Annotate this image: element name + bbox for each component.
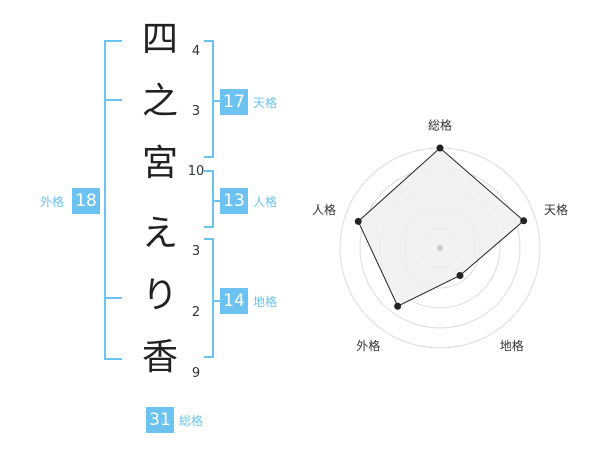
radar-point [354, 217, 362, 225]
name-char-5: り [141, 275, 178, 316]
name-char-4: え [141, 213, 178, 254]
chikaku-bracket-top [204, 238, 214, 240]
soukaku-label: 総格 [179, 414, 204, 428]
radar-point [394, 302, 402, 310]
gaikaku-bracket-tick [104, 99, 122, 101]
radar-axis-label: 天格 [544, 202, 568, 217]
radar-axis-label: 地格 [500, 338, 524, 353]
stroke-count-1: 4 [191, 44, 201, 59]
radar-axis-label: 総格 [428, 118, 452, 133]
name-char-1: 四 [141, 19, 178, 60]
radar-point [436, 144, 444, 152]
name-char-6: 香 [141, 337, 178, 378]
stroke-count-6: 9 [191, 366, 201, 381]
radar-axis-label: 外格 [356, 338, 380, 353]
tenkaku-bracket-top [204, 40, 214, 42]
chikaku-bracket [212, 238, 214, 358]
radar-data-polygon [357, 147, 525, 307]
jinkaku-bracket [212, 170, 214, 228]
tenkaku-bracket [212, 40, 214, 158]
radar-point [456, 272, 464, 280]
stroke-count-4: 3 [191, 244, 201, 259]
radar-point [520, 217, 528, 225]
jinkaku-label: 人格 [253, 195, 278, 209]
chikaku-bracket-bottom [204, 356, 214, 358]
stroke-count-3: 10 [187, 164, 205, 179]
gaikaku-value: 18 [72, 188, 100, 214]
name-char-2: 之 [141, 81, 178, 122]
soukaku-value: 31 [146, 407, 174, 433]
radar-center-dot [437, 245, 443, 251]
tenkaku-bracket-stem [212, 100, 220, 102]
chikaku-bracket-stem [212, 300, 220, 302]
tenkaku-label: 天格 [253, 96, 278, 110]
chikaku-value: 14 [220, 288, 248, 314]
gaikaku-bracket-bottom [104, 358, 122, 360]
gaikaku-bracket-tick [104, 297, 122, 299]
gaikaku-label: 外格 [40, 195, 65, 209]
tenkaku-value: 17 [220, 89, 248, 115]
jinkaku-bracket-stem [212, 200, 220, 202]
gaikaku-bracket [104, 40, 106, 360]
jinkaku-bracket-bottom [204, 226, 214, 228]
stroke-count-2: 3 [191, 104, 201, 119]
tenkaku-bracket-bottom [204, 156, 214, 158]
name-char-3: 宮 [141, 143, 178, 184]
jinkaku-bracket-top [204, 170, 214, 172]
gaikaku-bracket-top [104, 40, 122, 42]
chikaku-label: 地格 [253, 295, 278, 309]
radar-axis-label: 人格 [312, 202, 336, 217]
jinkaku-value: 13 [220, 188, 248, 214]
stroke-count-5: 2 [191, 305, 201, 320]
